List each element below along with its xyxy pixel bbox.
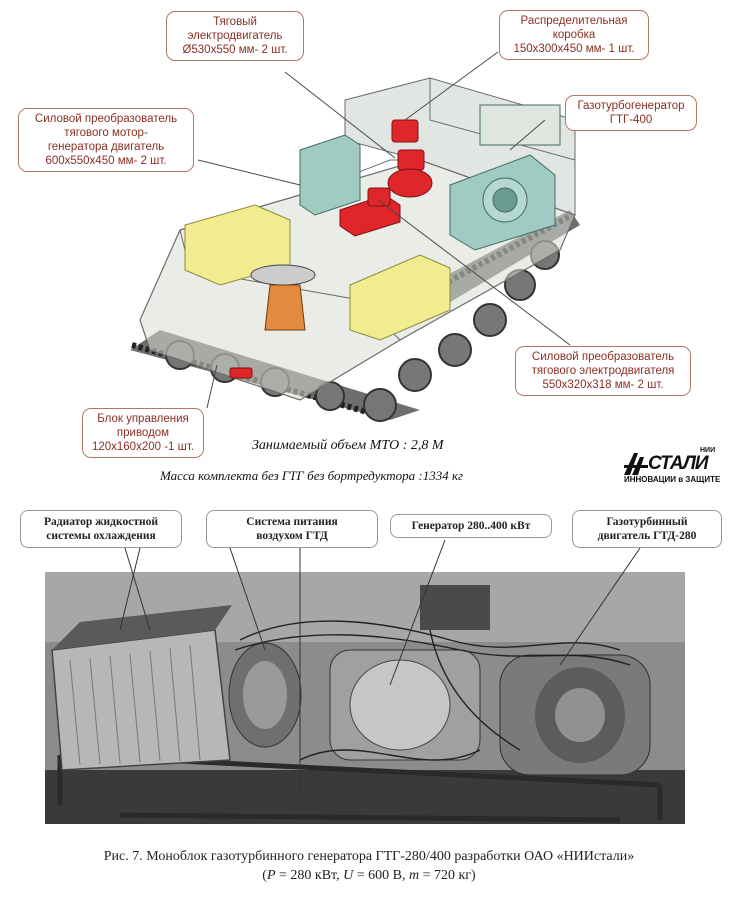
label-line: Генератор 280..400 кВт: [411, 520, 531, 532]
callout-line: ГТГ-400: [609, 114, 653, 126]
callout-line: Силовой преобразователь: [531, 351, 675, 363]
label-line: системы охлаждения: [46, 530, 156, 542]
callout-line: Блок управления: [97, 413, 189, 425]
logo-emblem-icon: [624, 453, 648, 475]
monoblock-photo-figure: Радиатор жидкостной системы охлаждения С…: [0, 500, 738, 900]
caption-text: (: [262, 868, 267, 883]
figure-caption-line-2: (P = 280 кВт, U = 600 В, m = 720 кг): [0, 868, 738, 884]
callout-line: Ø530x550 мм- 2 шт.: [182, 44, 288, 56]
label-gas-turbine-engine: Газотурбинный двигатель ГТД-280: [572, 510, 722, 548]
label-line: двигатель ГТД-280: [597, 530, 697, 542]
teal-units: [299, 104, 561, 251]
callout-line: генератора двигатель: [47, 141, 165, 153]
callout-line: Газотурбогенератор: [577, 100, 685, 112]
callout-traction-motor: Тяговый электродвигатель Ø530x550 мм- 2 …: [166, 11, 304, 61]
callout-line: коробка: [552, 29, 596, 41]
callout-line: электродвигатель: [187, 30, 283, 42]
callout-line: 120x160x200 -1 шт.: [91, 441, 195, 453]
gas-turbine-unit: [499, 654, 651, 776]
label-line: Радиатор жидкостной: [44, 516, 158, 528]
monoblock-photo: [45, 539, 685, 824]
callout-line: 150x300x450 мм- 1 шт.: [513, 43, 635, 55]
caption-text: = 280 кВт,: [275, 868, 344, 883]
caption-text: = 600 В,: [353, 868, 409, 883]
callout-distribution-box: Распределительная коробка 150x300x450 мм…: [499, 10, 649, 60]
logo-wordmark: СТАЛИ: [648, 453, 709, 474]
callout-line: 600x550x450 мм- 2 шт.: [45, 155, 167, 167]
vehicle-scheme-figure: Тяговый электродвигатель Ø530x550 мм- 2 …: [18, 10, 732, 487]
generator-unit: [329, 585, 490, 761]
callout-gas-turbine-generator: Газотурбогенератор ГТГ-400: [565, 95, 697, 131]
vehicle-scheme-drawing: [130, 51, 580, 422]
label-line: Газотурбинный: [606, 516, 688, 528]
radiator-block: [51, 605, 232, 771]
callout-power-converter-traction: Силовой преобразователь тягового электро…: [515, 346, 691, 396]
mto-volume-text: Занимаемый объем МТО : 2,8 М: [252, 438, 444, 453]
callout-line: Силовой преобразователь: [34, 113, 178, 125]
caption-text: = 720 кг): [419, 868, 476, 883]
central-engine-unit: [250, 264, 316, 331]
callout-leader-lines: [197, 51, 571, 409]
logo-nii-text: НИИ: [700, 447, 716, 454]
figure-caption-line-1: Рис. 7. Моноблок газотурбинного генерато…: [103, 849, 635, 864]
kit-mass-text: Масса комплекта без ГТГ без бортредуктор…: [160, 468, 464, 483]
caption-symbol: U: [343, 868, 354, 883]
cable-harness: [234, 620, 631, 761]
logo-tagline: ИННОВАЦИИ в ЗАЩИТЕ: [624, 475, 721, 484]
callout-line: тягового мотор-: [64, 127, 148, 139]
yellow-units: [184, 204, 451, 341]
label-leader-lines: [119, 539, 641, 790]
callout-line: 550x320x318 мм- 2 шт.: [542, 379, 664, 391]
label-line: воздухом ГТД: [256, 530, 328, 542]
callout-line: Распределительная: [520, 15, 628, 27]
callout-line: Тяговый: [213, 16, 257, 28]
callout-power-converter-motor-generator: Силовой преобразователь тягового мотор- …: [18, 108, 194, 172]
caption-symbol: m: [408, 868, 420, 883]
caption-symbol: P: [266, 868, 276, 883]
label-line: Система питания: [246, 516, 338, 528]
label-generator: Генератор 280..400 кВт: [390, 514, 552, 538]
niistali-logo: НИИ СТАЛИ ИННОВАЦИИ в ЗАЩИТЕ: [622, 447, 732, 487]
label-radiator: Радиатор жидкостной системы охлаждения: [20, 510, 182, 548]
air-supply-ducts: [228, 642, 302, 748]
callout-drive-control-unit: Блок управления приводом 120x160x200 -1 …: [82, 408, 204, 458]
callout-line: тягового электродвигателя: [531, 365, 675, 377]
label-air-supply: Система питания воздухом ГТД: [206, 510, 378, 548]
callout-line: приводом: [116, 427, 170, 439]
